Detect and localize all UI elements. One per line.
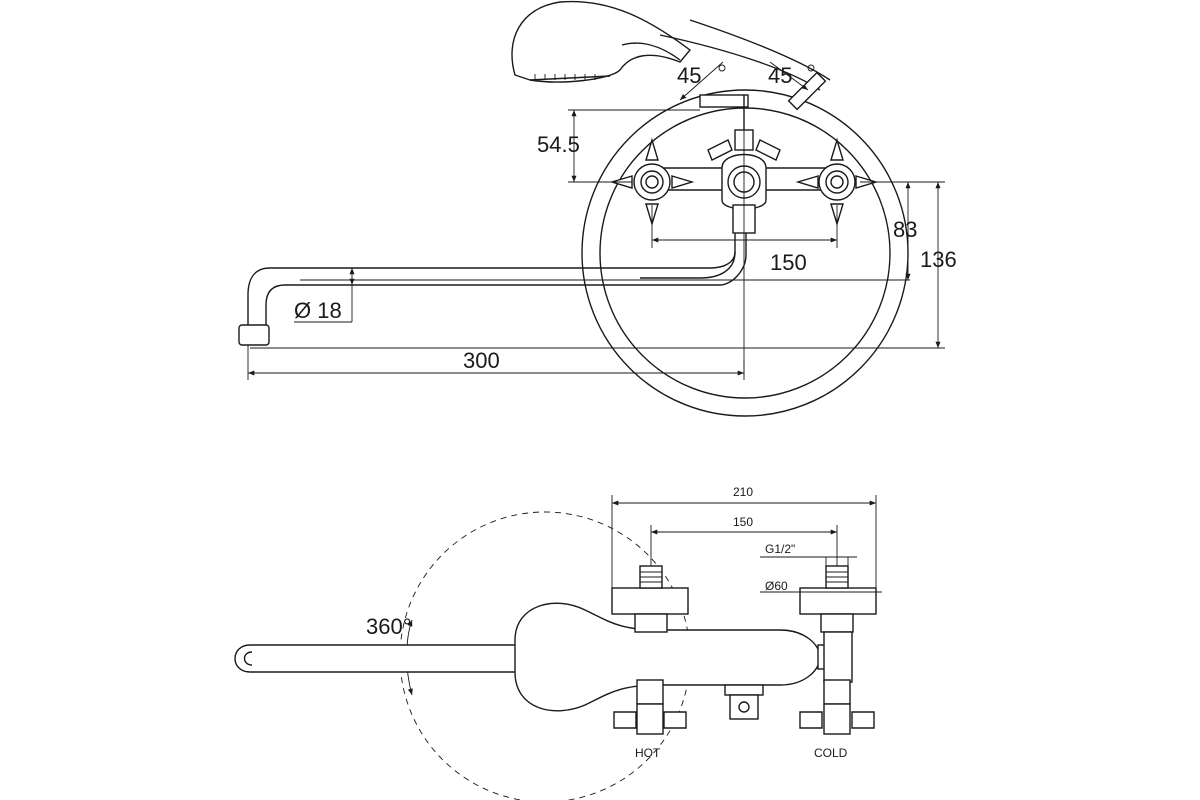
spout-pipe	[238, 233, 747, 355]
handset-top	[514, 602, 831, 712]
dim-thread-lines	[760, 556, 857, 566]
dim-thread: G1/2"	[765, 542, 795, 556]
front-view: 45 45 54.5 150 83 136	[238, 0, 957, 417]
dim-spout-diameter: Ø 18	[294, 298, 342, 323]
angle-dimensions	[679, 61, 815, 101]
label-cold: COLD	[814, 746, 848, 760]
dim-angle-left: 45	[677, 63, 701, 88]
dim-centers: 150	[770, 250, 807, 275]
dim-centers-lines	[651, 205, 838, 248]
cold-connection	[799, 565, 877, 735]
rotation-label: 360°	[366, 614, 412, 639]
dim-spout-length-lines	[247, 355, 745, 380]
dim-angle-right: 45	[768, 63, 792, 88]
dim-total-height: 136	[920, 247, 957, 272]
spout-top	[234, 644, 521, 673]
dim-height-lines	[250, 181, 945, 349]
dim-handle-height-lines	[568, 109, 700, 183]
dim-top-centers: 150	[733, 515, 753, 529]
dim-spout-height: 83	[893, 217, 917, 242]
diverter	[699, 71, 827, 161]
body-top	[724, 684, 764, 720]
dim-flange: Ø60	[765, 579, 788, 593]
handle-right	[795, 137, 879, 227]
dim-top-centers-lines	[650, 525, 838, 566]
hot-connection	[611, 565, 689, 735]
dim-overall-width-lines	[611, 495, 877, 588]
dim-overall-width: 210	[733, 485, 753, 499]
handle-left	[609, 137, 695, 227]
label-hot: HOT	[635, 746, 661, 760]
dim-handle-height: 54.5	[537, 132, 580, 157]
dim-diameter-lines	[294, 268, 355, 323]
dim-spout-length: 300	[463, 348, 500, 373]
top-view: 360° HOT	[234, 485, 882, 800]
